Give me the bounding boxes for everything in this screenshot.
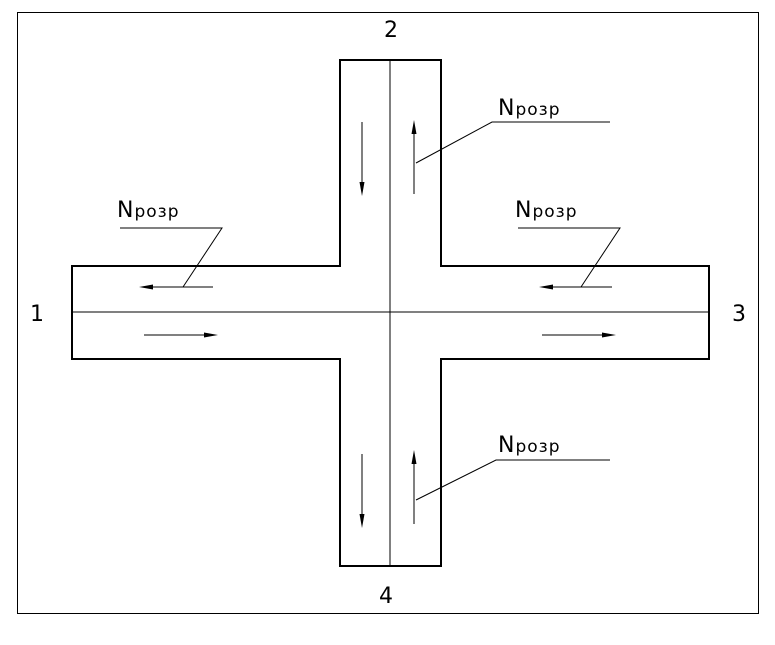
traffic-arrows <box>139 120 616 528</box>
leader-east <box>518 227 621 288</box>
approach-label-south: 4 <box>379 584 393 609</box>
flow-label-west: Nрозр <box>117 198 180 223</box>
arrow-south-down <box>359 454 365 528</box>
approach-label-east: 3 <box>732 302 746 327</box>
leader-lines <box>120 121 621 501</box>
leader-west <box>120 227 223 288</box>
arrow-north-up <box>411 120 417 194</box>
arrow-west-left <box>139 284 213 290</box>
leader-south <box>415 459 610 501</box>
flow-label-east: Nрозр <box>515 198 578 223</box>
arrow-north-down <box>359 122 365 196</box>
drawing-frame <box>17 12 759 614</box>
arrow-west-right <box>144 332 218 338</box>
road-outline <box>71 59 710 567</box>
approach-label-north: 2 <box>384 18 398 43</box>
approach-label-west: 1 <box>30 302 44 327</box>
arrow-east-right <box>542 332 616 338</box>
arrow-south-up <box>411 450 417 524</box>
leader-north <box>415 121 610 164</box>
arrow-east-left <box>539 284 612 290</box>
flow-label-north: Nрозр <box>498 96 561 121</box>
flow-label-south: Nрозр <box>498 433 561 458</box>
